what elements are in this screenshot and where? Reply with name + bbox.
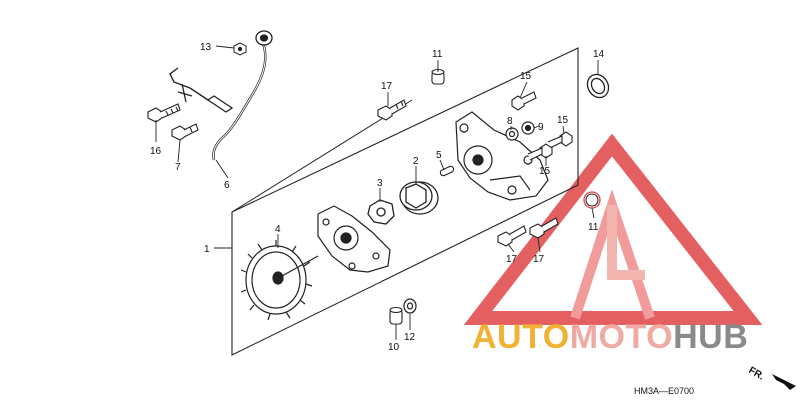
pin-5-icon xyxy=(439,165,455,177)
front-direction-arrow: FR. xyxy=(747,365,796,390)
label-part-12: 12 xyxy=(404,332,416,343)
inner-rotor-3-icon xyxy=(367,199,395,225)
label-part-17-top: 17 xyxy=(381,81,393,92)
label-part-11-right: 11 xyxy=(588,222,599,233)
label-part-5: 5 xyxy=(436,150,442,161)
assembly-boundary xyxy=(231,47,579,356)
collar-10-icon xyxy=(389,306,403,325)
label-part-15-lower: 15 xyxy=(539,166,551,177)
bolt-17-top-icon xyxy=(377,99,407,121)
label-part-4: 4 xyxy=(275,224,281,235)
front-arrow-label: FR. xyxy=(747,365,767,383)
label-part-11-top: 11 xyxy=(432,49,443,60)
label-part-9: 9 xyxy=(538,122,544,133)
bolt-7-icon xyxy=(171,123,199,141)
o-ring-14-icon xyxy=(586,73,610,99)
bolt-17-lower-right-icon xyxy=(529,217,559,239)
label-part-3: 3 xyxy=(377,178,383,189)
nut-13-icon xyxy=(233,42,247,56)
part-number-labels: 13 16 7 6 4 1 3 2 5 11 17 15 8 9 15 15 1… xyxy=(150,42,605,353)
brand-part-auto: AUTO xyxy=(472,318,570,356)
label-part-13: 13 xyxy=(200,42,212,53)
brand-part-moto: MOTO xyxy=(570,318,673,356)
clip-9-icon xyxy=(521,121,535,135)
watermark-brand-text: AUTOMOTOHUB xyxy=(472,318,748,356)
label-part-10: 10 xyxy=(388,342,400,353)
brand-part-hub: HUB xyxy=(673,318,748,356)
bolt-16-icon xyxy=(147,103,181,123)
pump-body xyxy=(317,205,391,273)
bolt-17-lower-left-icon xyxy=(497,225,527,247)
dowel-pin-11-right-icon xyxy=(583,191,601,209)
label-part-1: 1 xyxy=(204,244,210,255)
label-part-16: 16 xyxy=(150,146,162,157)
label-part-15-right: 15 xyxy=(557,115,569,126)
label-part-7: 7 xyxy=(175,162,181,173)
label-part-6: 6 xyxy=(224,180,230,191)
label-part-2: 2 xyxy=(413,156,419,167)
washer-12-icon xyxy=(403,298,417,314)
driven-sprocket-4-icon xyxy=(240,240,319,321)
bolt-15-upper-icon xyxy=(511,91,537,111)
oil-pipe-assembly xyxy=(169,30,273,161)
label-part-17-lower-right: 17 xyxy=(533,254,545,265)
front-arrow-icon xyxy=(772,374,796,390)
boundary-inner-line xyxy=(231,99,413,213)
washer-8-icon xyxy=(505,127,519,141)
label-part-15-upper: 15 xyxy=(520,71,532,82)
dowel-pin-11-top-icon xyxy=(431,68,445,85)
bolt-15-lower-icon xyxy=(527,143,553,161)
pump-cover-outer xyxy=(455,111,549,201)
label-part-8: 8 xyxy=(507,116,513,127)
outer-rotor-2-icon xyxy=(399,181,439,215)
diagram-code: HM3A—E0700 xyxy=(634,386,694,396)
bolt-15-right-icon xyxy=(547,131,573,149)
label-part-14: 14 xyxy=(593,49,605,60)
label-part-17-lower-left: 17 xyxy=(506,254,518,265)
leader-lines xyxy=(155,45,599,340)
